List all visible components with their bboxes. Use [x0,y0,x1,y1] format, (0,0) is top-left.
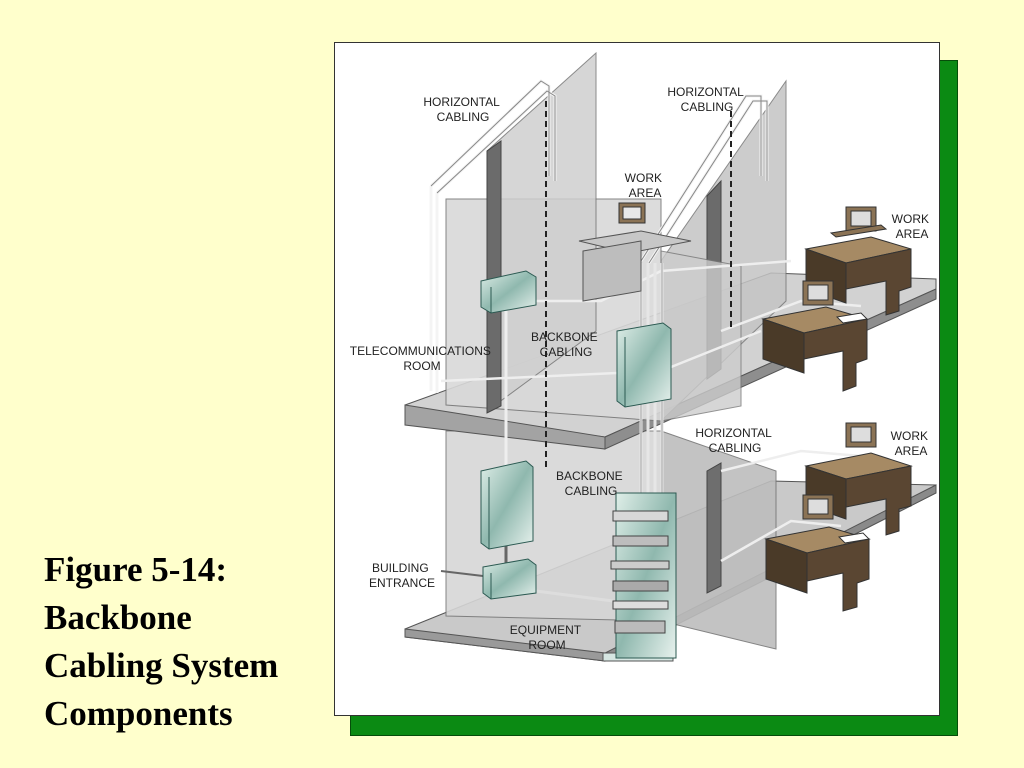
label-horizontal-cabling-1: HORIZONTAL CABLING [423,95,502,124]
figure-caption: Figure 5-14: Backbone Cabling System Com… [44,546,334,738]
label-backbone-cabling-1: BACKBONE CABLING [531,330,601,359]
entrance-conduit [440,570,484,577]
label-work-area-3: WORK AREA [891,429,932,458]
work-area-desk-2 [761,280,869,392]
label-equipment-room: EQUIPMENT ROOM [510,623,584,652]
upper-tall-wall-dark [486,140,502,414]
label-telecom-room: TELECOMMUNICATIONS ROOM [350,344,494,373]
building-entrance-cabinet [482,558,537,600]
building-cabling-diagram: HORIZONTAL CABLING HORIZONTAL CABLING WO… [350,51,937,662]
entrance-to-rack [535,589,614,603]
backbone-cabling-dashed [545,101,732,471]
work-area-desk-4 [764,494,871,612]
label-horizontal-cabling-2: HORIZONTAL CABLING [667,85,746,114]
lower-partition [706,462,722,594]
telecom-room-cabinet-large [616,322,672,408]
caption-line-1: Figure 5-14: [44,550,228,589]
caption-line-3: Cabling System [44,646,279,685]
label-backbone-cabling-2: BACKBONE CABLING [556,469,626,498]
lower-telecom-cabinet [480,460,534,550]
equipment-rack [602,492,677,662]
work-area-desk-3 [804,422,913,536]
work-area-desk-1 [804,206,912,316]
diagram-frame: HORIZONTAL CABLING HORIZONTAL CABLING WO… [334,42,940,716]
telecom-room-cabinet-small [480,270,537,314]
label-building-entrance: BUILDING ENTRANCE [369,561,435,590]
caption-line-2: Backbone [44,598,192,637]
caption-line-4: Components [44,694,233,733]
label-work-area-2: WORK AREA [892,212,933,241]
label-horizontal-cabling-3: HORIZONTAL CABLING [695,426,774,455]
label-work-area-1: WORK AREA [625,171,666,200]
upper-mid-wall [660,250,742,422]
work-area-desk-upper-center [578,202,692,302]
